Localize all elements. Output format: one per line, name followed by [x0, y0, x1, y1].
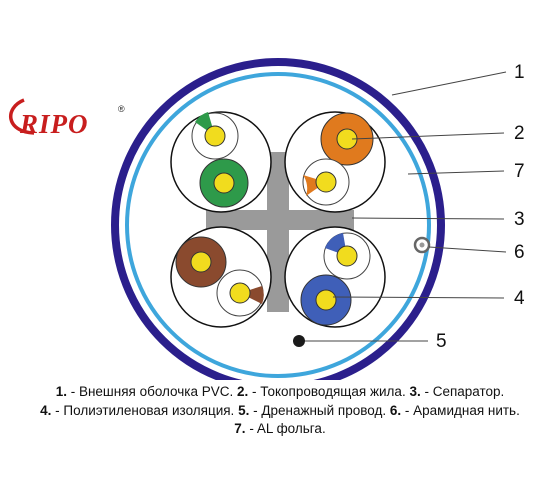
legend-text-foil: - AL фольга. [245, 421, 326, 436]
leader-line-7 [407, 170, 505, 175]
callout-1: 1 [514, 62, 525, 83]
separator-vertical [267, 152, 289, 312]
leader-line-2 [351, 132, 505, 140]
leader-line-6 [428, 246, 507, 253]
legend-text-drain-wire: - Дренажный провод. [249, 402, 390, 418]
legend-row: 1. - Внешняя оболочка PVC. 2. - Токопров… [0, 383, 560, 402]
legend-num-6: 6. [389, 402, 402, 418]
legend-row: 7. - AL фольга. [0, 420, 560, 439]
callout-7: 7 [514, 161, 525, 182]
legend-num-7: 7. [234, 421, 246, 436]
legend-text-insulation: - Полиэтиленовая изоляция. [51, 402, 239, 418]
orange-white-conductor [315, 171, 337, 193]
drain-wire [293, 335, 305, 347]
brown-pair [175, 236, 264, 317]
leader-line-3 [351, 217, 505, 220]
callout-6: 6 [514, 242, 525, 263]
cable-diagram: RIPO ® [8, 58, 525, 380]
brown-white-conductor [229, 282, 251, 304]
orange-pair [302, 112, 374, 206]
leader-lines [305, 71, 507, 342]
legend: 1. - Внешняя оболочка PVC. 2. - Токопров… [0, 383, 560, 439]
legend-text-separator: - Сепаратор. [420, 384, 505, 399]
legend-num-1: 1. [55, 384, 67, 399]
blue-pair [300, 232, 371, 326]
legend-text-conductor: - Токопроводящая жила. [248, 384, 410, 399]
legend-text-outer-sheath: - Внешняя оболочка PVC. [66, 384, 238, 399]
aramid-thread-core [419, 242, 425, 248]
brown-stripe [240, 286, 264, 304]
leader-line-4 [332, 296, 505, 299]
outer-sheath [111, 58, 445, 380]
legend-text-aramid-thread: - Арамидная нить. [401, 402, 520, 418]
legend-num-2: 2. [237, 384, 249, 399]
callout-2: 2 [514, 123, 525, 144]
logo-swoosh [8, 98, 35, 135]
ripo-logo: RIPO ® [8, 98, 125, 139]
registered-mark: ® [118, 104, 125, 114]
blue-white-conductor [336, 245, 358, 267]
leader-line-1 [391, 71, 507, 96]
legend-row: 4. - Полиэтиленовая изоляция. 5. - Дрена… [0, 402, 560, 421]
legend-num-5: 5. [238, 402, 250, 418]
callout-3: 3 [514, 209, 525, 230]
green-white-conductor [204, 125, 226, 147]
green-pair [191, 112, 249, 208]
logo-text: RIPO [19, 109, 89, 139]
blue-conductor [315, 289, 337, 311]
green-conductor [213, 172, 235, 194]
callout-5: 5 [436, 331, 447, 352]
brown-conductor [190, 251, 212, 273]
callout-4: 4 [514, 288, 525, 309]
legend-num-3: 3. [409, 384, 421, 399]
separator-horizontal [206, 210, 354, 230]
al-foil [125, 72, 431, 378]
legend-num-4: 4. [40, 402, 52, 418]
